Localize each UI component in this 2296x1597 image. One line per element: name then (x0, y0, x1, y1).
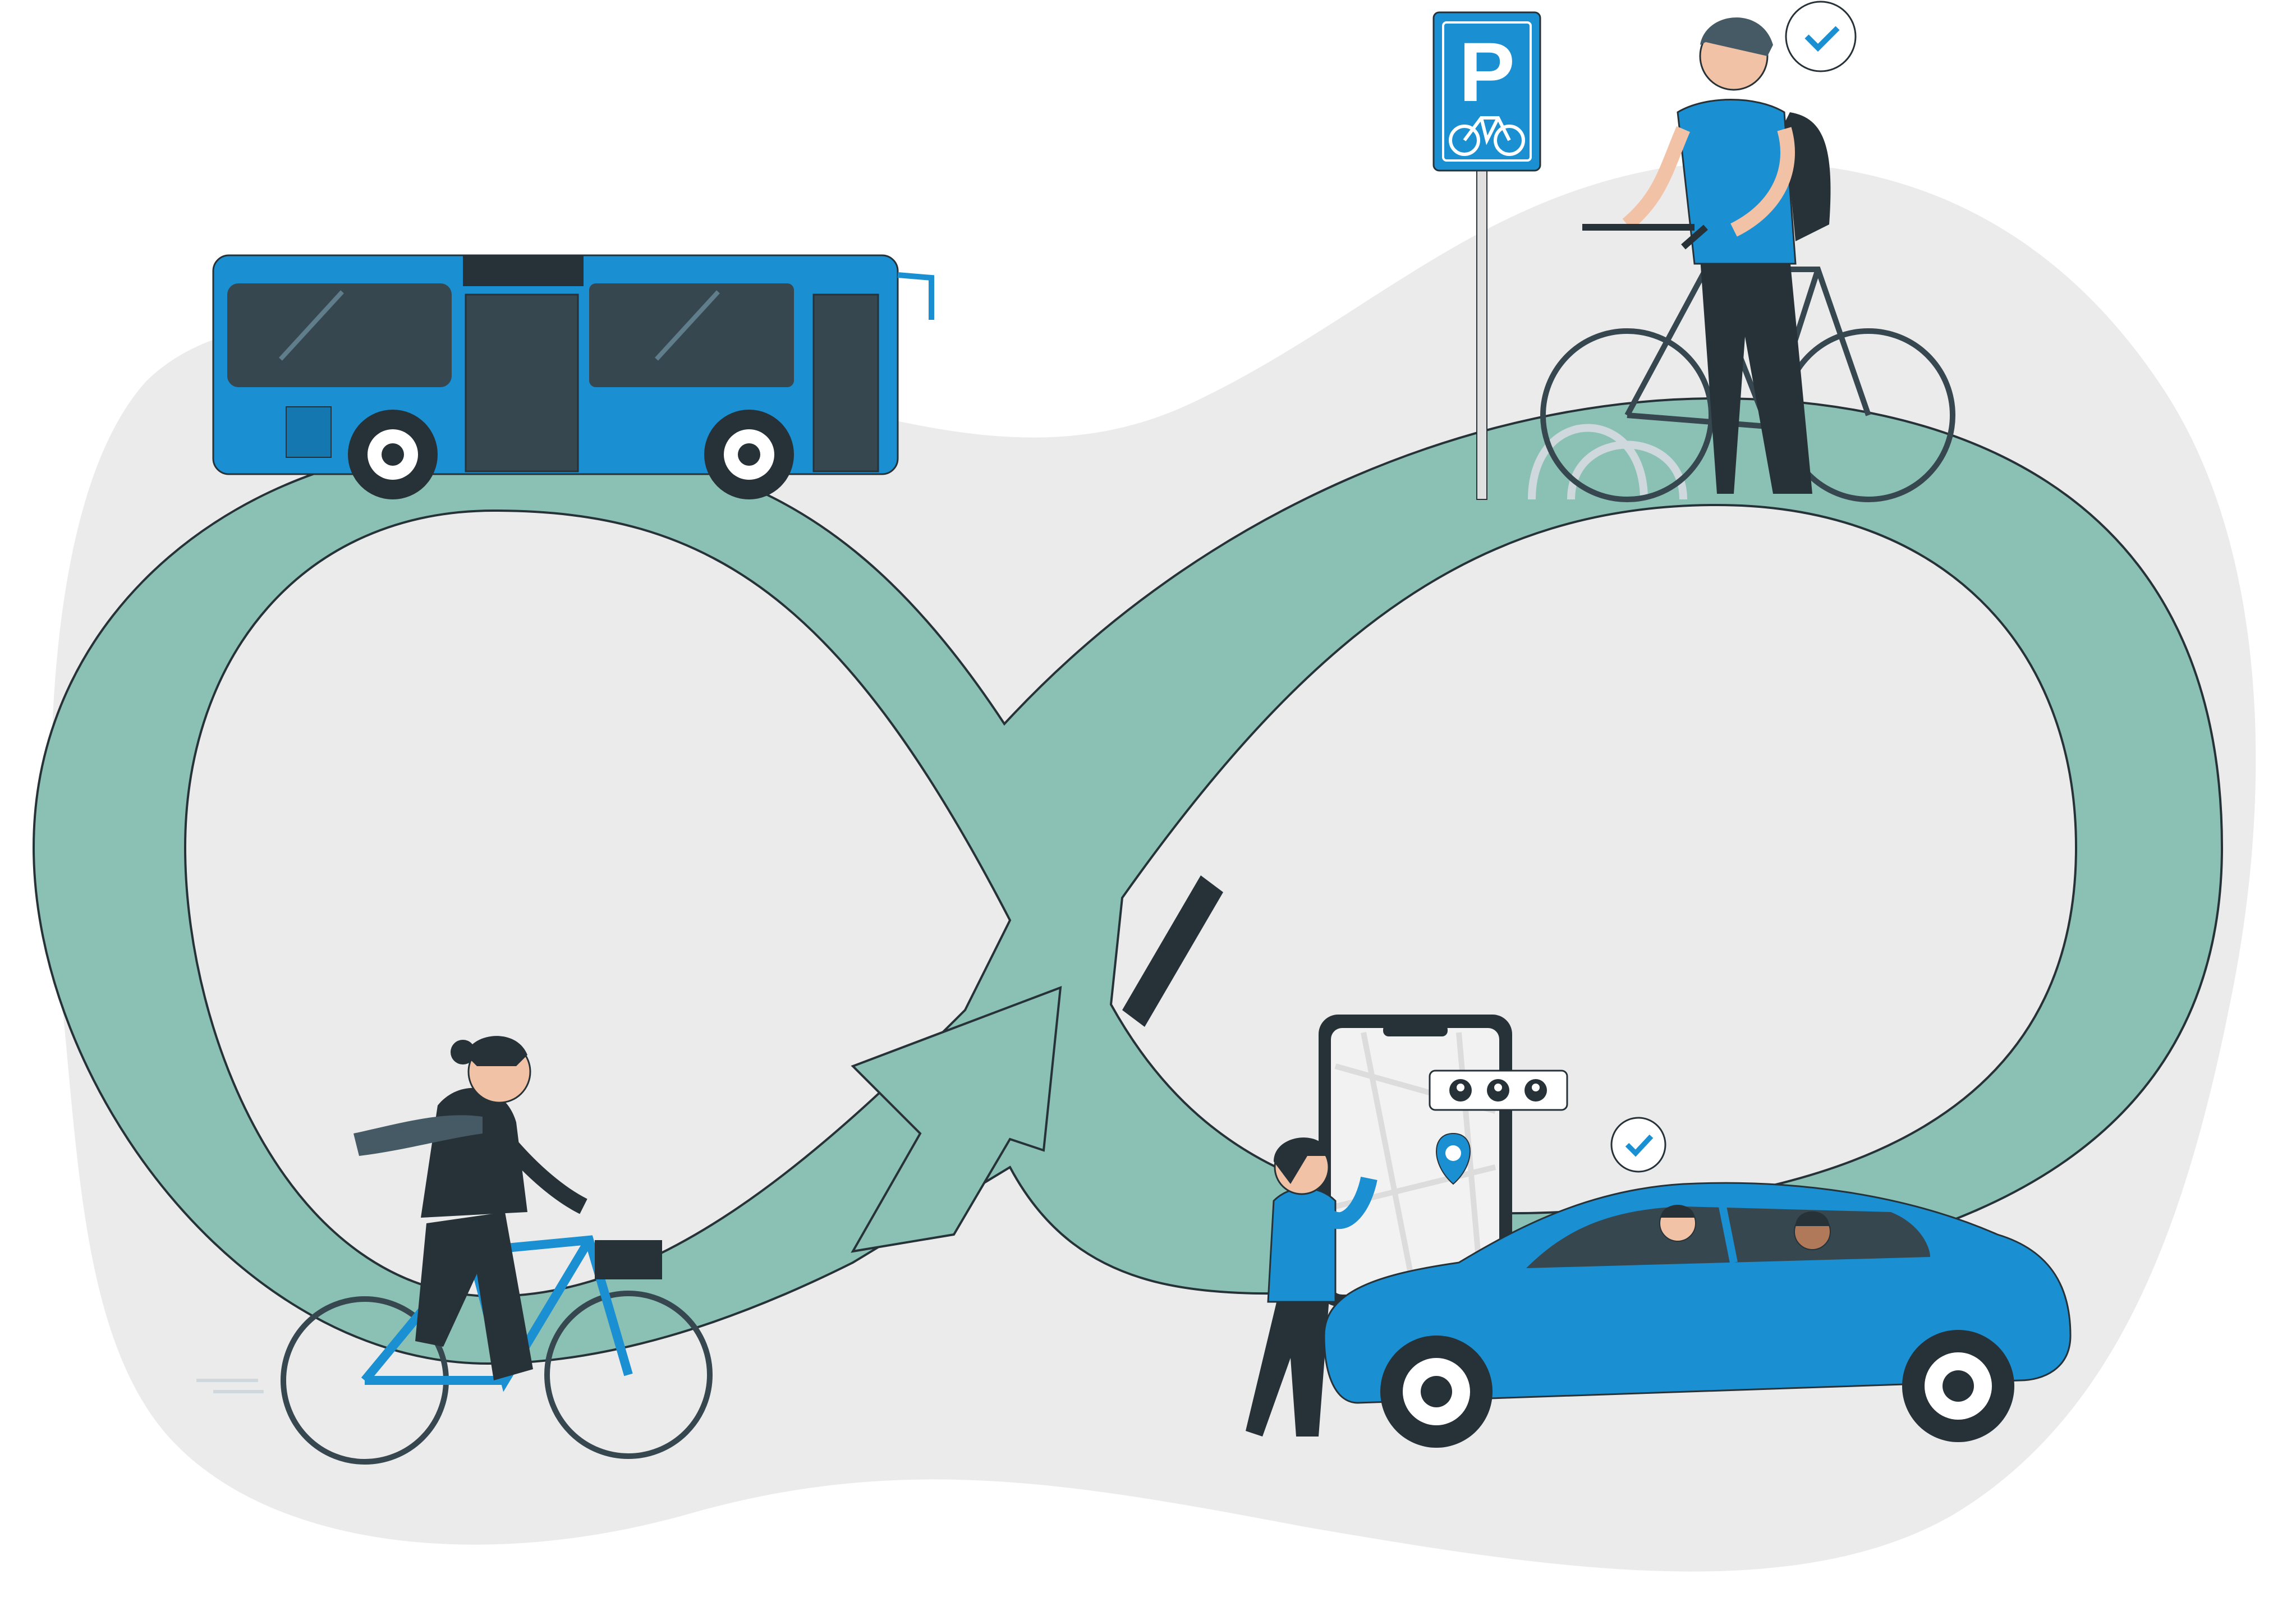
man-legs (1700, 258, 1812, 494)
bus-mirror (897, 272, 934, 320)
smartphone (1319, 1015, 1568, 1306)
car-driver (1659, 1205, 1696, 1242)
parking-letter: P (1459, 25, 1515, 119)
bike-parking-sign: P (1432, 11, 1541, 500)
car-wheel-front (1380, 1336, 1493, 1448)
phone-notch (1383, 1024, 1448, 1036)
man-backpack (1784, 112, 1831, 241)
bike-rack (1528, 424, 1687, 500)
loop-crossing-shadow (1122, 875, 1223, 1027)
woman-leg (415, 1212, 533, 1380)
user-icon (1487, 1079, 1509, 1102)
sign-panel-inner (1442, 21, 1532, 162)
woman-on-bicycle (196, 1036, 713, 1465)
check-bubble-car (1610, 1117, 1666, 1173)
bicycle-icon (1449, 116, 1525, 156)
standing-woman-jacket (1267, 1187, 1337, 1303)
car-wheel-rear (1902, 1330, 2014, 1442)
woman-hair-bun (451, 1040, 475, 1064)
woman-scarf (353, 1115, 483, 1156)
loop-arrow-head (851, 985, 1062, 1253)
woman-standing (1246, 1137, 1377, 1437)
bus (212, 254, 934, 499)
handlebar (1582, 224, 1708, 250)
check-bubble-top (1785, 1, 1857, 72)
bus-grille (286, 406, 332, 458)
map-pin-icon (1436, 1132, 1471, 1185)
man-arm-right (1730, 127, 1795, 237)
sign-pole (1476, 168, 1487, 500)
bus-window-2 (589, 283, 794, 387)
user-icon (1524, 1079, 1547, 1102)
car-window-divider (1719, 1205, 1738, 1264)
check-icon (1804, 26, 1840, 52)
bus-wheel-front (348, 410, 438, 499)
sign-panel (1432, 11, 1541, 172)
bus-window-glare-2 (655, 290, 720, 361)
rider-bubble (1429, 1070, 1568, 1111)
bus-door-rear (812, 293, 879, 472)
woman-arm (498, 1133, 587, 1214)
man-with-bicycle (1528, 17, 1955, 502)
car (1323, 1182, 2072, 1448)
man-arm-left (1622, 126, 1690, 230)
standing-woman-legs (1246, 1291, 1330, 1437)
bus-wheel-rear (704, 410, 794, 499)
man-torso (1677, 99, 1797, 265)
bus-door-front (465, 293, 579, 472)
bike-basket (595, 1240, 662, 1279)
standing-woman-arm (1325, 1176, 1377, 1229)
check-icon (1625, 1134, 1654, 1157)
car-passenger (1794, 1211, 1831, 1250)
woman-hair (466, 1036, 527, 1066)
bus-window-glare (279, 290, 344, 361)
bus-roof-vent (463, 255, 584, 286)
man-hair (1700, 17, 1773, 56)
user-icon (1449, 1079, 1472, 1102)
bus-window-1 (227, 283, 452, 387)
standing-woman-hair (1274, 1137, 1330, 1184)
